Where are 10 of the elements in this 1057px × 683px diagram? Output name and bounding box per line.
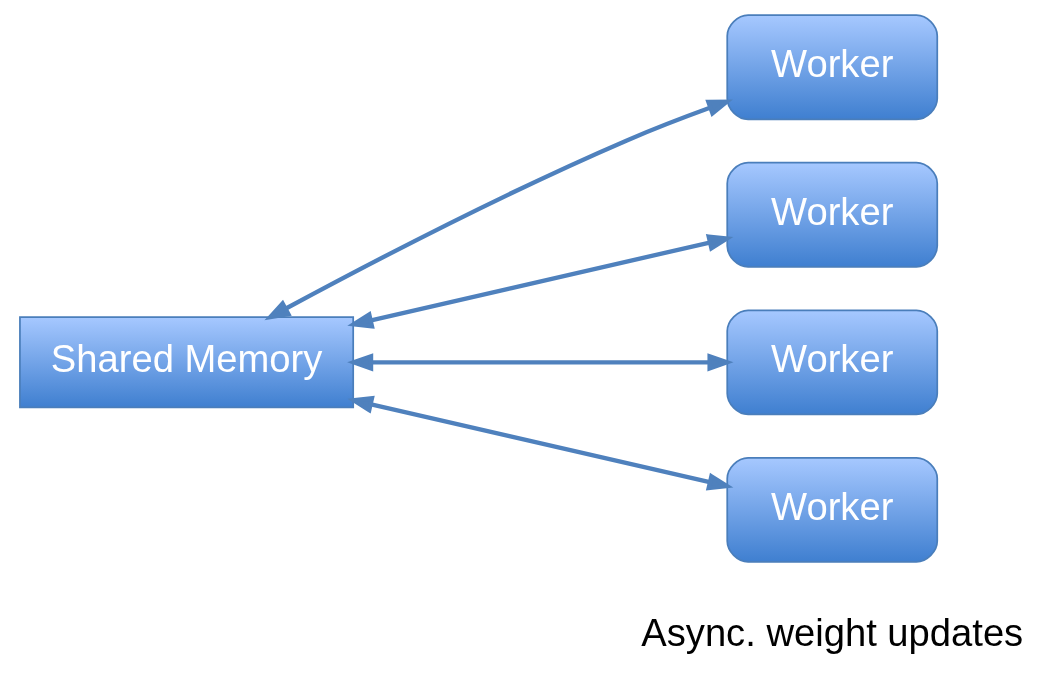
node-box: Worker	[726, 161, 939, 268]
node-box: Worker	[726, 309, 939, 416]
label: Async. weight updates	[641, 611, 1024, 655]
node-box: Worker	[726, 14, 939, 121]
arrow	[347, 395, 734, 491]
arrow	[347, 234, 734, 329]
arrow	[347, 353, 734, 372]
node-box: Worker	[726, 456, 939, 563]
node-box: Shared Memory	[19, 316, 355, 409]
arrow	[264, 99, 733, 321]
